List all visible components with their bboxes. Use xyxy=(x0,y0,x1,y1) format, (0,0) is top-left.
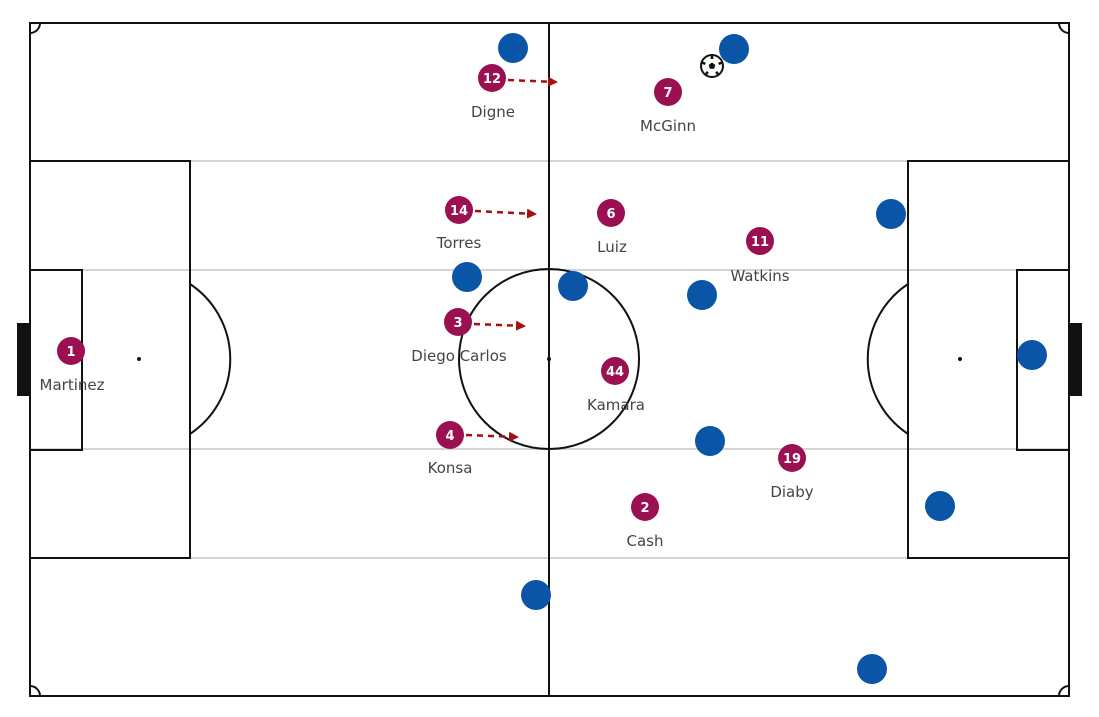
player-number: 1 xyxy=(66,345,75,360)
centre-circle xyxy=(458,268,640,450)
right-penalty-arc xyxy=(866,283,909,435)
player-number: 14 xyxy=(450,204,468,219)
player-number: 7 xyxy=(663,86,672,101)
player-number: 19 xyxy=(783,452,801,467)
movement-arrow-3 xyxy=(473,320,526,331)
movement-arrow-12 xyxy=(507,76,558,87)
soccer-ball-icon xyxy=(700,54,724,78)
player-number: 4 xyxy=(445,429,454,444)
right-penalty-spot xyxy=(958,357,962,361)
corner-arc-top-right xyxy=(1058,22,1070,34)
home-player-marker xyxy=(436,421,464,449)
player-name: Cash xyxy=(627,532,664,550)
player-name: Digne xyxy=(471,103,515,121)
away-player-marker xyxy=(452,262,482,292)
left-penalty-spot xyxy=(137,357,141,361)
player-name: Luiz xyxy=(597,238,627,256)
player-number: 12 xyxy=(483,72,501,87)
away-player-marker xyxy=(925,491,955,521)
away-player-marker xyxy=(876,199,906,229)
right-goal xyxy=(1069,323,1082,396)
player-number: 44 xyxy=(606,365,624,380)
movement-arrows xyxy=(465,76,558,442)
centre-spot xyxy=(547,357,551,361)
corner-arc-top-left xyxy=(29,22,41,34)
left-penalty-box xyxy=(29,160,191,559)
home-player-marker xyxy=(746,227,774,255)
away-player-marker xyxy=(695,426,725,456)
corner-arc-bottom-right xyxy=(1058,685,1070,697)
left-goal xyxy=(17,323,30,396)
home-player-marker xyxy=(445,196,473,224)
movement-arrow-4 xyxy=(465,431,519,442)
player-number: 6 xyxy=(606,207,615,222)
home-player-marker xyxy=(778,444,806,472)
player-name: Diego Carlos xyxy=(411,347,507,365)
player-number: 3 xyxy=(453,316,462,331)
player-name: McGinn xyxy=(640,117,696,135)
corner-arc-bottom-left xyxy=(29,685,41,697)
player-name: Kamara xyxy=(587,396,645,414)
home-player-marker xyxy=(444,308,472,336)
away-player-marker xyxy=(1017,340,1047,370)
away-player-marker xyxy=(857,654,887,684)
player-name: Torres xyxy=(436,234,482,252)
away-player-marker xyxy=(498,33,528,63)
player-name: Diaby xyxy=(770,483,813,501)
home-player-marker xyxy=(631,493,659,521)
away-player-marker xyxy=(719,34,749,64)
player-name: Watkins xyxy=(730,267,789,285)
away-player-marker xyxy=(687,280,717,310)
player-name: Martinez xyxy=(40,376,105,394)
home-player-marker xyxy=(57,337,85,365)
player-name: Konsa xyxy=(428,459,473,477)
player-number: 2 xyxy=(640,501,649,516)
away-player-marker xyxy=(558,271,588,301)
player-number: 11 xyxy=(751,235,769,250)
home-player-marker xyxy=(654,78,682,106)
home-player-marker xyxy=(601,357,629,385)
home-player-marker xyxy=(597,199,625,227)
left-penalty-arc xyxy=(189,283,232,435)
movement-arrow-14 xyxy=(474,208,537,219)
home-player-marker xyxy=(478,64,506,92)
away-team xyxy=(452,33,1047,684)
away-player-marker xyxy=(521,580,551,610)
pitch-spots xyxy=(17,323,1082,396)
